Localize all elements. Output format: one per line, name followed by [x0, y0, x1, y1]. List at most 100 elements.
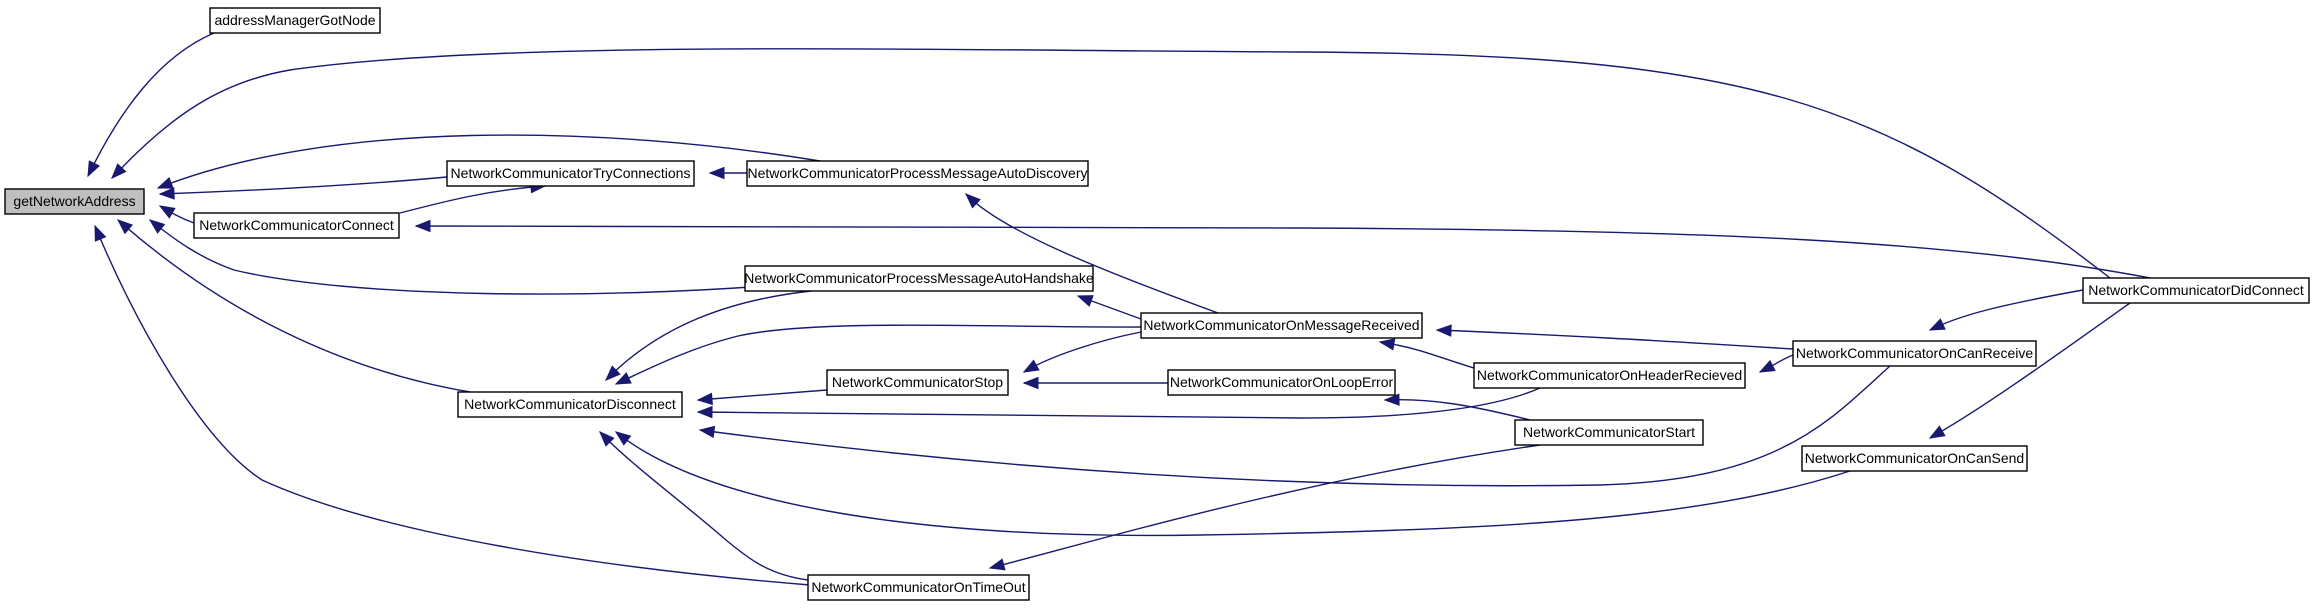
node-didconnect[interactable]: NetworkCommunicatorDidConnect	[2082, 277, 2310, 304]
edge-line	[111, 48, 2111, 279]
arrowhead-icon	[988, 558, 1006, 571]
edge-onMessageReceived-to-processAutoHandshake	[1076, 295, 1142, 320]
node-connect[interactable]: NetworkCommunicatorConnect	[193, 212, 400, 239]
edge-line	[599, 431, 809, 581]
node-disconnect[interactable]: NetworkCommunicatorDisconnect	[457, 391, 683, 418]
edge-processAutoHandshake-to-disconnect	[605, 290, 812, 381]
edge-line	[1023, 331, 1142, 373]
graph-nodes: getNetworkAddress addressManagerGotNode …	[4, 7, 2310, 601]
node-label-onmessagereceived: NetworkCommunicatorOnMessageReceived	[1143, 317, 1419, 333]
edge-onTimeOut-to-getNetworkAddress	[94, 224, 811, 586]
edge-onHeaderRecieved-to-onMessageReceived	[1378, 338, 1475, 369]
node-stop[interactable]: NetworkCommunicatorStop	[826, 369, 1009, 396]
edge-line	[87, 32, 215, 177]
node-oncansend[interactable]: NetworkCommunicatorOnCanSend	[1801, 445, 2028, 472]
arrowhead-icon	[116, 219, 134, 235]
node-label-addressmanagergotnode: addressManagerGotNode	[214, 12, 375, 28]
edge-line	[989, 444, 1541, 569]
node-start[interactable]: NetworkCommunicatorStart	[1514, 419, 1704, 446]
node-tryconnections[interactable]: NetworkCommunicatorTryConnections	[446, 160, 695, 187]
edge-onCanReceive-to-disconnect	[698, 365, 1891, 487]
node-label-start: NetworkCommunicatorStart	[1523, 424, 1695, 440]
node-oncanreceive[interactable]: NetworkCommunicatorOnCanReceive	[1792, 340, 2037, 367]
edge-onCanReceive-to-onHeaderRecieved	[1758, 354, 1794, 373]
arrowhead-icon	[614, 372, 632, 385]
edge-line	[94, 225, 811, 586]
edge-stop-to-disconnect	[696, 389, 828, 406]
arrowhead-icon	[158, 187, 175, 200]
edge-didConnect-to-getNetworkAddress	[111, 48, 2111, 279]
edge-disconnect-to-getNetworkAddress	[116, 219, 471, 393]
arrowhead-icon	[1928, 425, 1946, 439]
edge-line	[697, 387, 1541, 419]
arrowhead-icon	[94, 224, 107, 242]
node-getnetworkaddress[interactable]: getNetworkAddress	[4, 188, 145, 215]
arrowhead-icon	[158, 205, 176, 219]
arrowhead-icon	[599, 431, 615, 447]
edge-line	[1929, 289, 2084, 331]
node-label-didconnect: NetworkCommunicatorDidConnect	[2088, 282, 2304, 298]
edge-tryConnections-to-getNetworkAddress	[158, 176, 448, 200]
node-onheaderrecieved[interactable]: NetworkCommunicatorOnHeaderRecieved	[1473, 362, 1746, 389]
arrowhead-icon	[696, 405, 713, 419]
node-addressmanagergotnode[interactable]: addressManagerGotNode	[209, 7, 381, 34]
arrowhead-icon	[148, 219, 166, 234]
edge-line	[605, 290, 812, 381]
edge-line	[149, 219, 791, 295]
edge-onCanSend-to-disconnect	[614, 431, 1851, 537]
arrowhead-icon	[1076, 295, 1094, 307]
arrowhead-icon	[1435, 324, 1452, 337]
arrowhead-icon	[696, 392, 713, 406]
node-ontimeout[interactable]: NetworkCommunicatorOnTimeOut	[807, 574, 1030, 601]
edge-processAutoHandshake-to-getNetworkAddress	[148, 219, 791, 295]
node-label-stop: NetworkCommunicatorStop	[832, 374, 1003, 390]
edge-start-to-onLoopError	[1383, 393, 1531, 421]
node-label-tryconnections: NetworkCommunicatorTryConnections	[451, 165, 691, 181]
arrowhead-icon	[614, 431, 632, 446]
arrowhead-icon	[1378, 338, 1396, 351]
node-label-getnetworkaddress: getNetworkAddress	[13, 193, 135, 209]
edge-didConnect-to-connect	[414, 219, 2151, 279]
arrowhead-icon	[1758, 359, 1776, 373]
arrowhead-icon	[965, 193, 981, 209]
edge-onLoopError-to-stop	[1022, 376, 1168, 390]
edge-line	[159, 176, 448, 195]
arrowhead-icon	[156, 177, 174, 189]
arrowhead-icon	[1383, 393, 1400, 406]
node-label-oncansend: NetworkCommunicatorOnCanSend	[1805, 450, 2024, 466]
edge-didConnect-to-onCanReceive	[1928, 289, 2084, 331]
edge-onCanReceive-to-onMessageReceived	[1435, 324, 1794, 350]
edge-line	[1379, 341, 1475, 369]
arrowhead-icon	[605, 365, 621, 381]
edge-line	[399, 185, 546, 214]
arrowhead-icon	[111, 163, 127, 179]
edge-line	[1929, 302, 2131, 439]
node-label-processautohandshake: NetworkCommunicatorProcessMessageAutoHan…	[744, 270, 1094, 286]
edge-line	[415, 225, 2151, 279]
node-processautohandshake[interactable]: NetworkCommunicatorProcessMessageAutoHan…	[744, 265, 1094, 292]
edge-onMessageReceived-to-processAutoDiscovery	[965, 193, 1219, 314]
edge-line	[965, 193, 1219, 314]
node-processautodiscovery[interactable]: NetworkCommunicatorProcessMessageAutoDis…	[746, 160, 1089, 187]
edge-line	[117, 219, 471, 393]
edge-onHeaderRecieved-to-disconnect	[696, 387, 1541, 419]
edge-onTimeOut-to-disconnect	[599, 431, 809, 581]
node-label-oncanreceive: NetworkCommunicatorOnCanReceive	[1796, 345, 2034, 361]
edge-onMessageReceived-to-stop	[1022, 331, 1142, 373]
arrowhead-icon	[1022, 376, 1039, 390]
edge-line	[1436, 329, 1794, 350]
edge-line	[615, 324, 1142, 385]
edge-start-to-onTimeOut	[988, 444, 1541, 571]
node-onmessagereceived[interactable]: NetworkCommunicatorOnMessageReceived	[1140, 312, 1423, 339]
node-label-processautodiscovery: NetworkCommunicatorProcessMessageAutoDis…	[747, 165, 1087, 181]
edge-line	[157, 134, 821, 189]
edge-processAutoDiscovery-to-tryConnections	[708, 166, 747, 180]
node-onlooperror[interactable]: NetworkCommunicatorOnLoopError	[1167, 369, 1396, 396]
edge-onMessageReceived-to-disconnect	[614, 324, 1142, 385]
edge-line	[1384, 398, 1531, 421]
node-label-onlooperror: NetworkCommunicatorOnLoopError	[1170, 374, 1394, 390]
arrowhead-icon	[87, 160, 101, 178]
edge-didConnect-to-onCanSend	[1928, 302, 2131, 439]
arrowhead-icon	[414, 219, 431, 233]
